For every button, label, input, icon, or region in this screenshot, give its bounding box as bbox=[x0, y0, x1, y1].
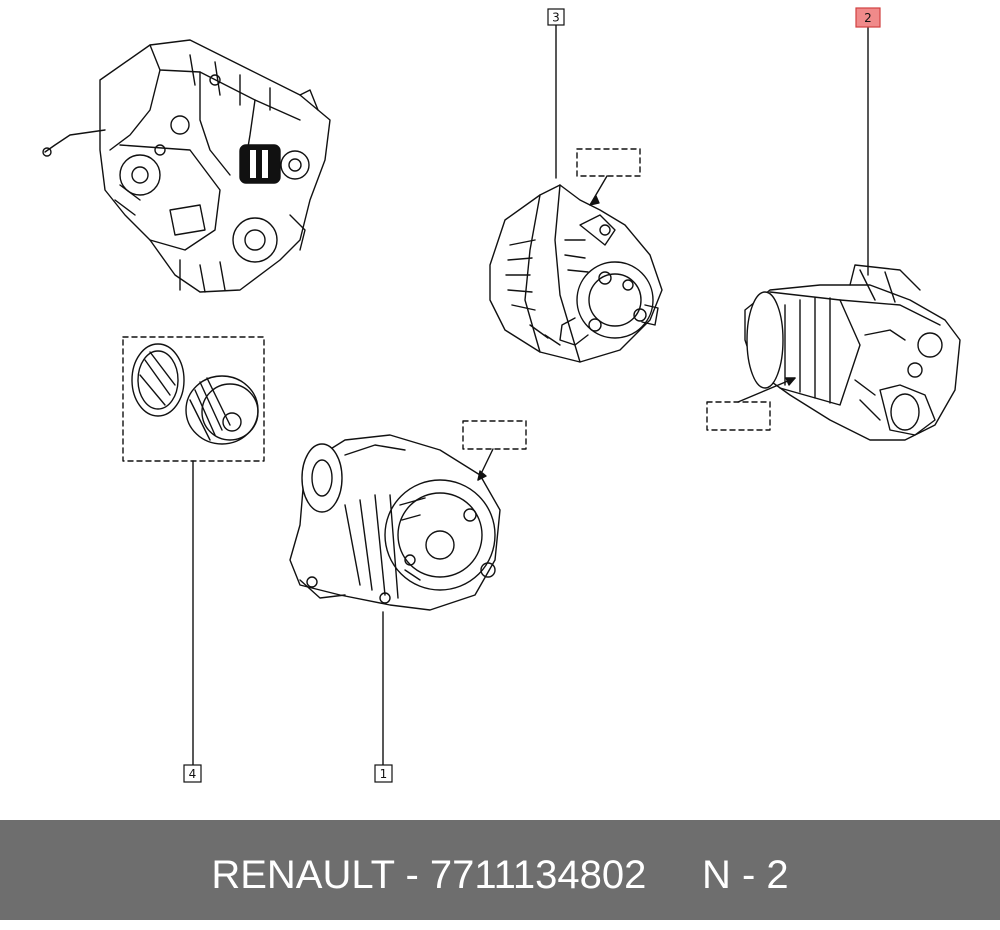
engine-illustration bbox=[42, 39, 331, 293]
svg-text:4: 4 bbox=[189, 767, 197, 781]
pulley-kit-illustration bbox=[131, 343, 259, 445]
part-reference-box-2 bbox=[706, 401, 771, 431]
callout-1[interactable]: 1 bbox=[374, 764, 393, 783]
parts-diagram: 3 2 4 1 bbox=[42, 7, 961, 783]
svg-text:2: 2 bbox=[864, 11, 872, 25]
pointer-arrow-2 bbox=[737, 377, 796, 403]
vacuum-pump-illustration bbox=[489, 184, 663, 363]
svg-text:3: 3 bbox=[552, 11, 560, 25]
alternator-illustration bbox=[289, 434, 501, 611]
part-reference-box-1 bbox=[462, 420, 527, 450]
footer-bar: RENAULT - 7711134802 N - 2 bbox=[0, 820, 1000, 920]
callout-2[interactable]: 2 bbox=[855, 7, 881, 28]
part-reference-box-3 bbox=[576, 148, 641, 177]
callout-3[interactable]: 3 bbox=[547, 8, 565, 26]
svg-text:1: 1 bbox=[380, 767, 388, 781]
callout-4[interactable]: 4 bbox=[183, 764, 202, 783]
part-number-caption: RENAULT - 7711134802 N - 2 bbox=[211, 853, 789, 897]
starter-motor-illustration bbox=[744, 264, 961, 441]
